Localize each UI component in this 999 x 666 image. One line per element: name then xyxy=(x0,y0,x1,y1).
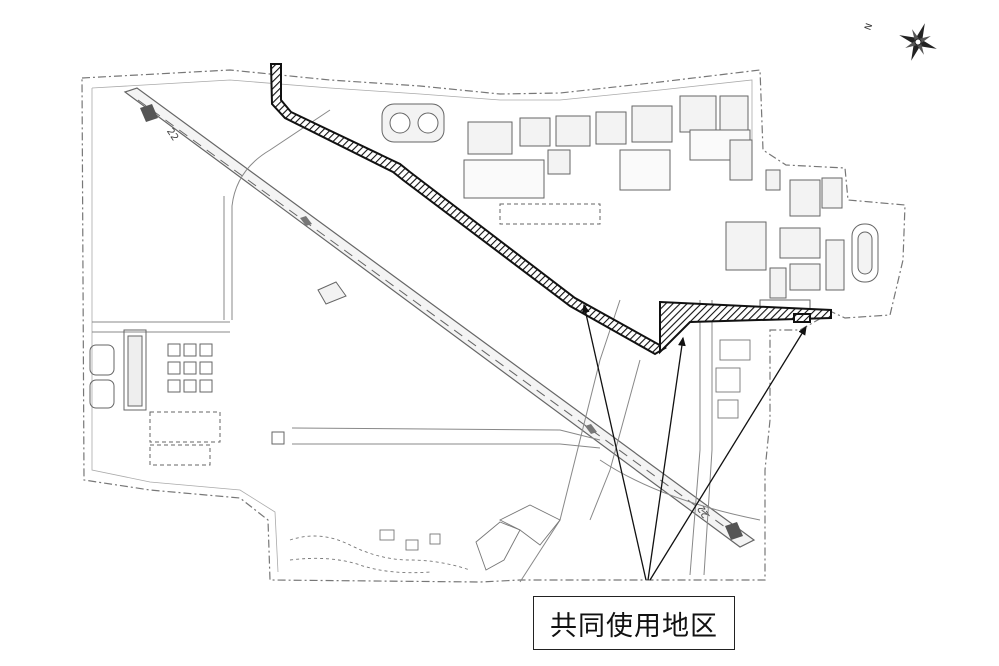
shared-use-area-strip xyxy=(269,63,667,356)
arrow-to-small xyxy=(649,325,807,581)
shared-use-area-small xyxy=(793,313,811,323)
arrow-to-block xyxy=(647,336,686,581)
compass-rose-icon xyxy=(899,23,937,61)
arrow-to-strip xyxy=(581,303,647,581)
shared-use-area-label: 共同使用地区 xyxy=(533,596,735,650)
shared-use-area-label-text: 共同使用地区 xyxy=(550,610,718,642)
south-area xyxy=(289,339,751,574)
west-support-area xyxy=(89,281,347,466)
site-boundary xyxy=(81,69,906,583)
shared-use-area-block xyxy=(659,300,832,355)
leader-arrows xyxy=(581,303,807,581)
east-facilities xyxy=(725,169,879,313)
runway xyxy=(123,87,756,548)
north-facilities xyxy=(381,95,753,225)
taxiways xyxy=(92,109,761,583)
